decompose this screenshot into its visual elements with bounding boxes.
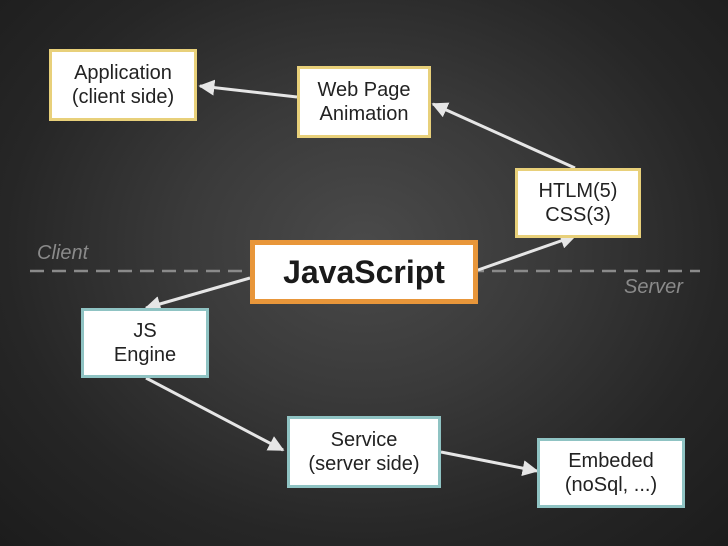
server-zone-label: Server: [624, 276, 683, 298]
arrow-javascript-to-js-engine: [144, 276, 251, 312]
service-node-line1: Service: [330, 429, 398, 451]
arrow-js-engine-to-service: [145, 376, 285, 452]
embeded-node: Embeded (noSql, ...): [537, 438, 685, 508]
javascript-node-label: JavaScript: [283, 254, 445, 290]
js-engine-node: JS Engine: [81, 308, 209, 378]
service-node: Service (server side): [287, 416, 441, 488]
arrow-javascript-to-html-css: [477, 233, 577, 272]
arrow-html-css-to-web-page-animation: [431, 102, 576, 170]
arrow-service-to-embeded: [440, 450, 539, 477]
service-node-line2: (server side): [308, 453, 420, 475]
html-css-node-line1: HTLM(5): [538, 180, 618, 202]
application-node-line2: (client side): [71, 86, 175, 108]
arrow-web-page-animation-to-application: [198, 79, 298, 99]
web-page-animation-node: Web Page Animation: [297, 66, 431, 138]
js-engine-node-line1: JS: [133, 320, 157, 342]
embeded-node-line1: Embeded: [568, 450, 654, 472]
client-zone-label: Client: [37, 242, 89, 264]
embeded-node-line2: (noSql, ...): [564, 474, 658, 496]
html-css-node: HTLM(5) CSS(3): [515, 168, 641, 238]
web-page-animation-node-line1: Web Page: [317, 79, 411, 101]
web-page-animation-node-line2: Animation: [319, 103, 409, 125]
js-engine-node-line2: Engine: [113, 344, 177, 366]
application-node-line1: Application: [74, 62, 172, 84]
application-node: Application (client side): [49, 49, 197, 121]
javascript-node: JavaScript: [250, 240, 478, 304]
html-css-node-line2: CSS(3): [545, 204, 611, 226]
